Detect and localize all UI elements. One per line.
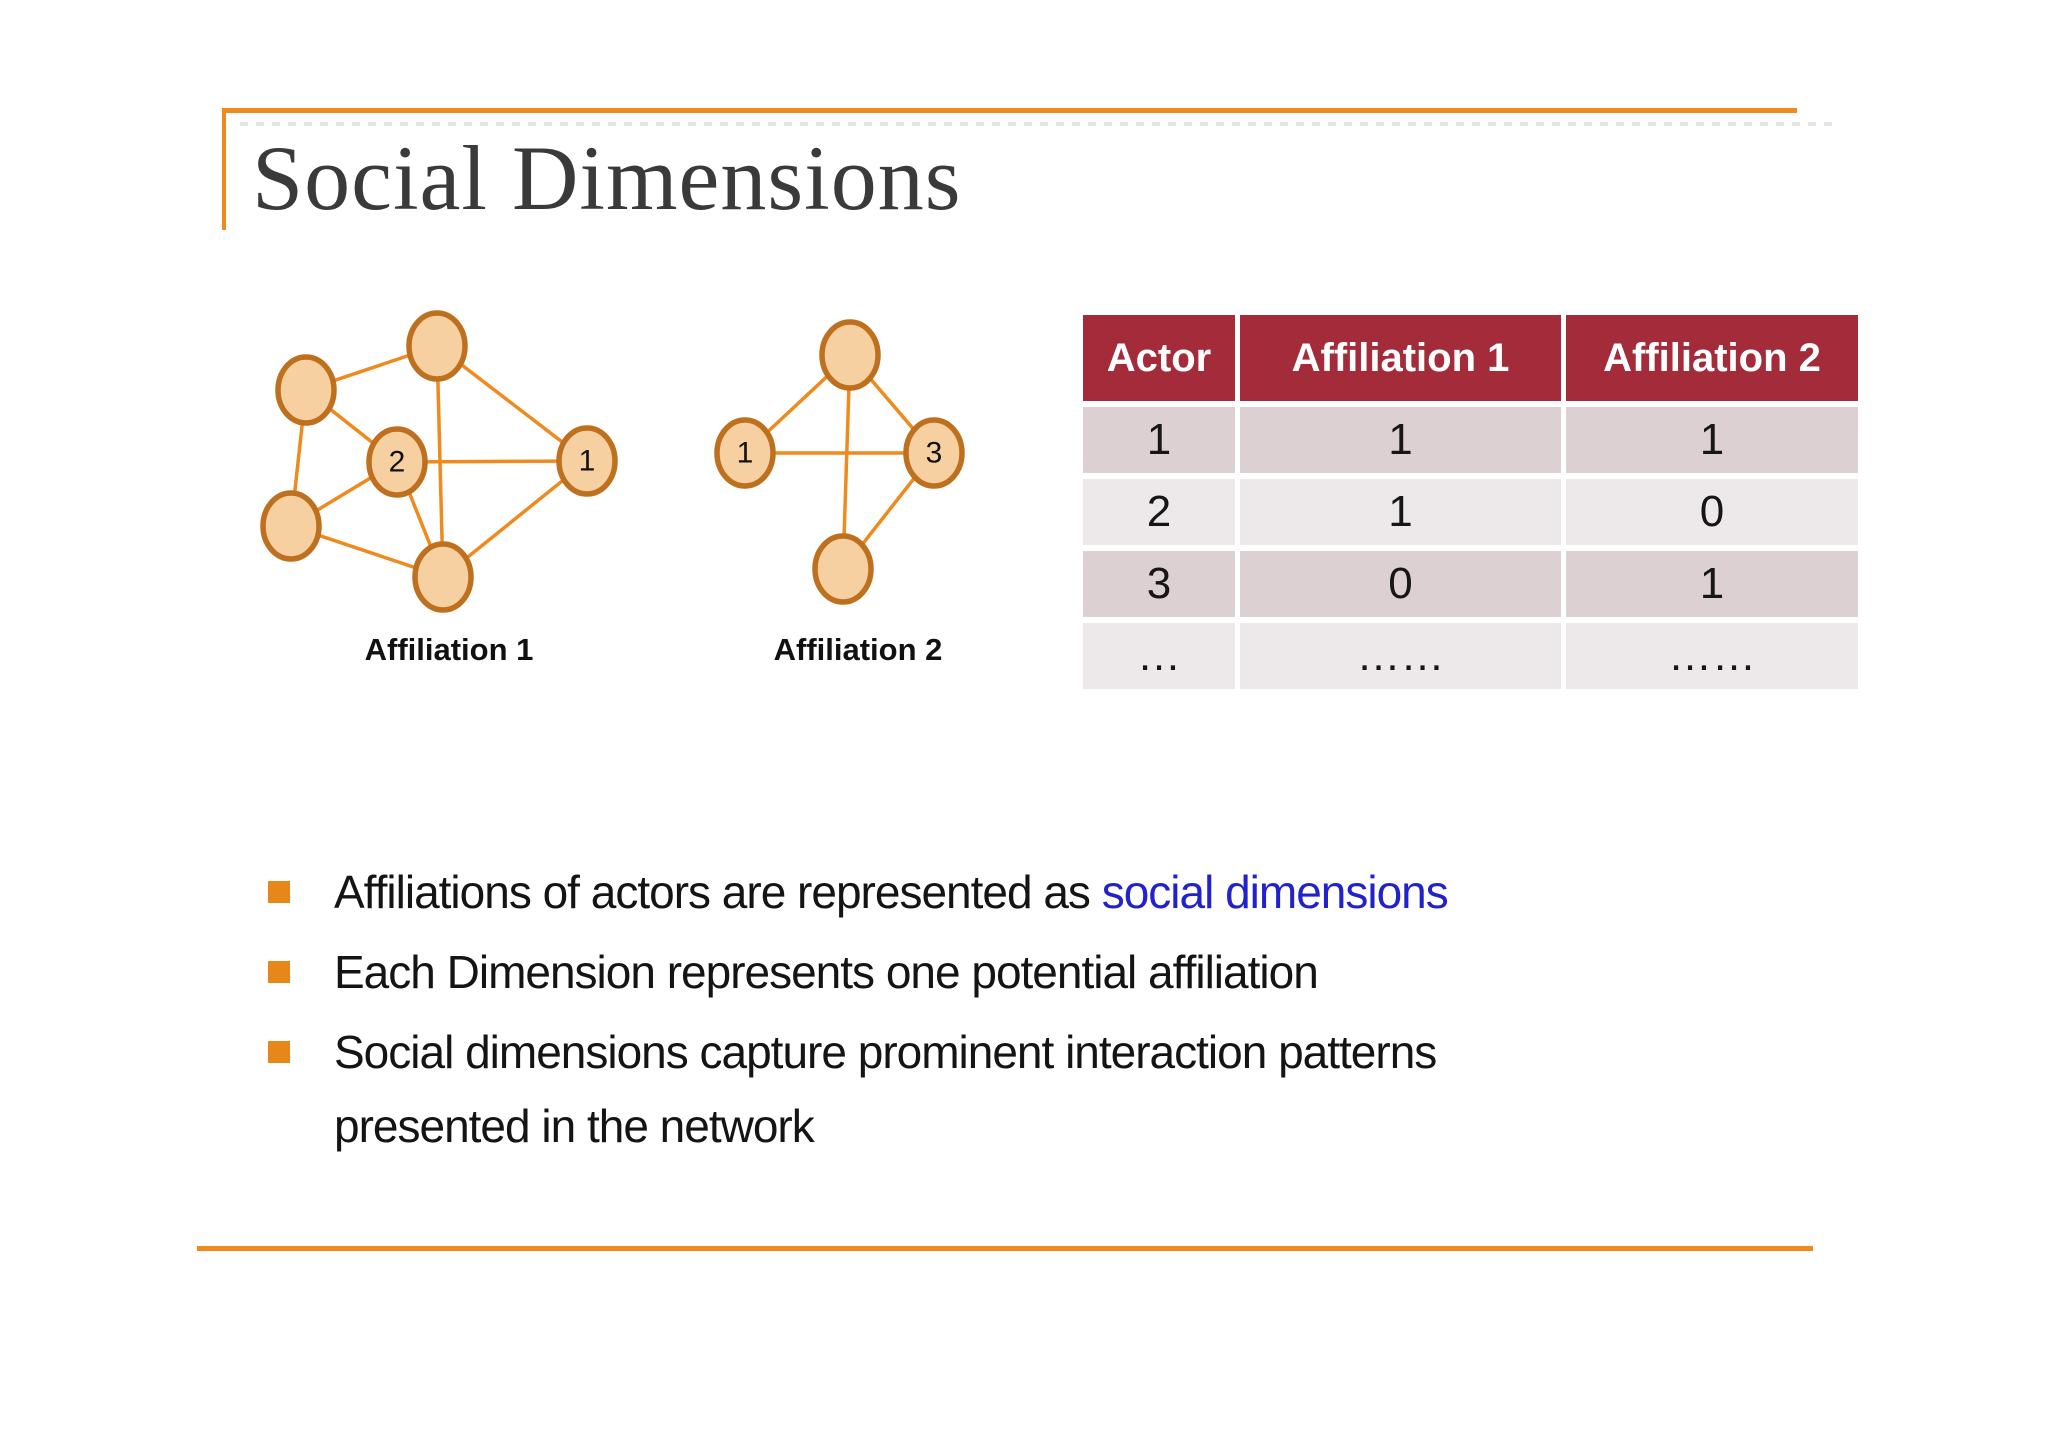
graph-node: [819, 319, 881, 391]
graph-node: [903, 417, 965, 489]
bullet-3-text: Social dimensions capture prominent inte…: [334, 1015, 1437, 1163]
page-title: Social Dimensions: [252, 127, 962, 229]
table-cell: ……: [1566, 623, 1858, 689]
graph-node: [714, 417, 776, 489]
table-cell: 0: [1566, 479, 1858, 545]
bullet-item-2: Each Dimension represents one potential …: [268, 935, 1319, 1009]
table-cell: 3: [1083, 551, 1235, 617]
bullet-item-1: Affiliations of actors are represented a…: [268, 855, 1449, 929]
table-cell: ……: [1240, 623, 1561, 689]
table-header-affiliation-2: Affiliation 2: [1566, 315, 1858, 401]
table-cell: 2: [1083, 479, 1235, 545]
graph-node: [812, 533, 874, 605]
table-cell: …: [1083, 623, 1235, 689]
graph-node-label: 1: [579, 445, 596, 478]
bullet-1-text: Affiliations of actors are represented a…: [334, 855, 1449, 929]
table-header-actor: Actor: [1083, 315, 1235, 401]
bullet-square-icon: [268, 961, 290, 983]
bullet-square-icon: [268, 881, 290, 903]
graph-node-label: 1: [737, 437, 754, 470]
bullet-1-prefix: Affiliations of actors are represented a…: [334, 866, 1102, 918]
table-cell: 1: [1240, 407, 1561, 473]
top-accent-rule: [222, 108, 1797, 113]
bullet-square-icon: [268, 1041, 290, 1063]
table-header-affiliation-1: Affiliation 1: [1240, 315, 1561, 401]
bullet-3-line-1: Social dimensions capture prominent inte…: [334, 1026, 1437, 1078]
affiliation-2-caption: Affiliation 2: [773, 632, 943, 667]
graph-node: [406, 310, 468, 382]
bullet-1-highlight: social dimensions: [1101, 866, 1449, 918]
bottom-accent-rule: [197, 1246, 1813, 1251]
actor-affiliation-table: Actor Affiliation 1 Affiliation 2 1 1 1 …: [1083, 315, 1858, 689]
bullet-item-3: Social dimensions capture prominent inte…: [268, 1015, 1437, 1163]
graph-node-label: 2: [389, 446, 406, 479]
graph-node: [260, 490, 322, 562]
graph-node: [412, 541, 474, 613]
table-cell: 1: [1566, 407, 1858, 473]
table-cell: 1: [1083, 407, 1235, 473]
left-accent-rule: [222, 108, 226, 230]
graph-node: [275, 354, 337, 426]
graph-node-label: 3: [926, 437, 943, 470]
table-cell: 1: [1240, 479, 1561, 545]
bullet-2-text: Each Dimension represents one potential …: [334, 946, 1319, 998]
graph-node: [556, 425, 618, 497]
table-cell: 0: [1240, 551, 1561, 617]
bullet-3-line-2: presented in the network: [334, 1100, 815, 1152]
decorative-dashed-line: [240, 122, 1832, 126]
affiliation-1-caption: Affiliation 1: [364, 632, 534, 667]
graph-edge: [396, 459, 588, 464]
graph-node: [366, 426, 428, 498]
table-cell: 1: [1566, 551, 1858, 617]
